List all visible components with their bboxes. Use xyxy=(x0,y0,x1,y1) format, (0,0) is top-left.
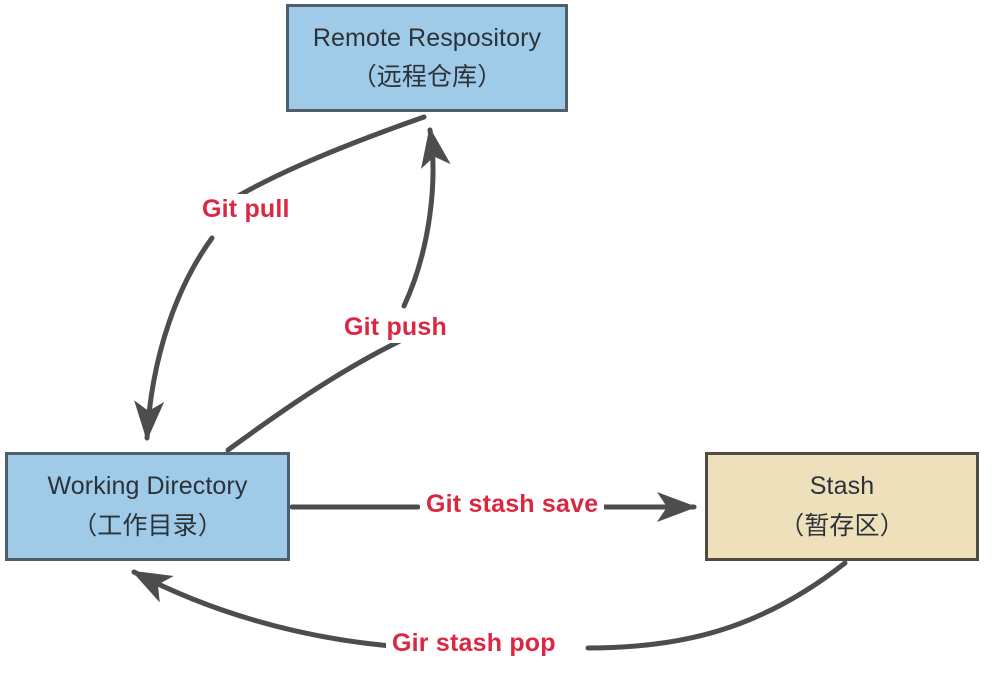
node-working-directory[interactable]: Working Directory （工作目录） xyxy=(5,452,290,561)
edge-git-pull xyxy=(134,114,427,441)
edge-label-git-push: Git push xyxy=(338,312,453,343)
node-remote-title-zh: （远程仓库） xyxy=(351,63,503,91)
node-stash[interactable]: Stash （暂存区） xyxy=(705,452,979,561)
node-remote-title-en: Remote Respository xyxy=(312,23,542,52)
node-remote-repository[interactable]: Remote Respository （远程仓库） xyxy=(286,4,568,112)
edge-label-git-stash-save: Git stash save xyxy=(420,489,605,520)
edge-label-gir-stash-pop: Gir stash pop xyxy=(386,628,562,659)
node-stash-title-zh: （暂存区） xyxy=(779,511,905,540)
edge-label-git-pull: Git pull xyxy=(196,194,296,225)
node-stash-title-en: Stash xyxy=(809,472,875,500)
node-working-title-zh: （工作目录） xyxy=(72,511,223,540)
node-working-title-en: Working Directory xyxy=(47,472,248,500)
edge-git-push xyxy=(225,127,451,453)
edge-gir-stash-pop xyxy=(131,560,848,651)
